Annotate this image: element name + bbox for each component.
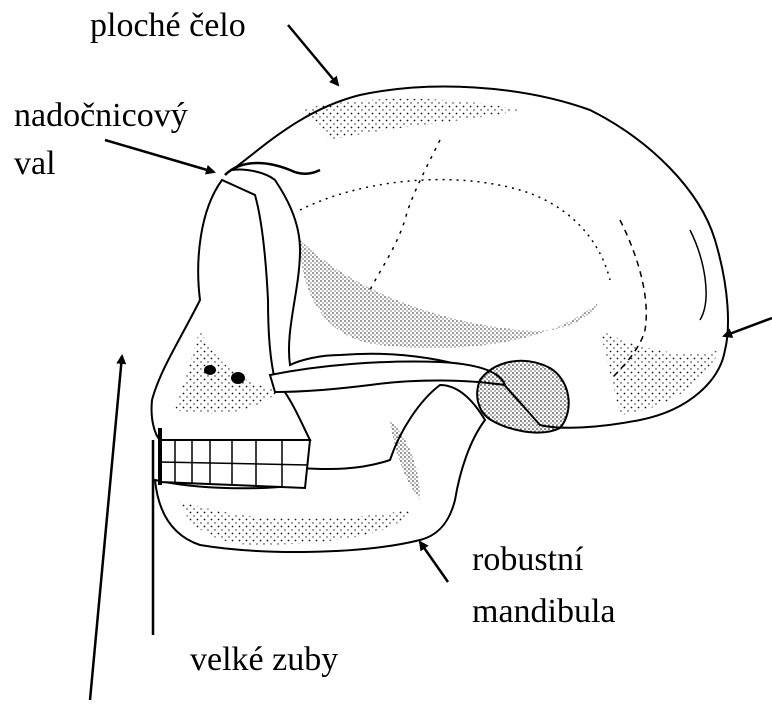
face (152, 180, 310, 440)
arrow-occipital (724, 318, 772, 336)
zygomatic-arch (270, 362, 505, 392)
label-brow-ridge-line1: nadočnicový (14, 96, 188, 136)
label-robust-mandible-line2: mandibula (472, 592, 616, 632)
arrow-prognathism (90, 356, 122, 700)
arrow-flat-forehead (288, 25, 338, 85)
label-large-teeth: velké zuby (190, 640, 338, 680)
arrow-robust-mandible (420, 542, 448, 582)
label-brow-ridge-line2: val (14, 144, 56, 184)
ear-region (477, 361, 569, 433)
label-flat-forehead: ploché čelo (90, 6, 246, 46)
arrow-brow-ridge (105, 140, 214, 172)
label-robust-mandible-line1: robustní (472, 540, 583, 580)
